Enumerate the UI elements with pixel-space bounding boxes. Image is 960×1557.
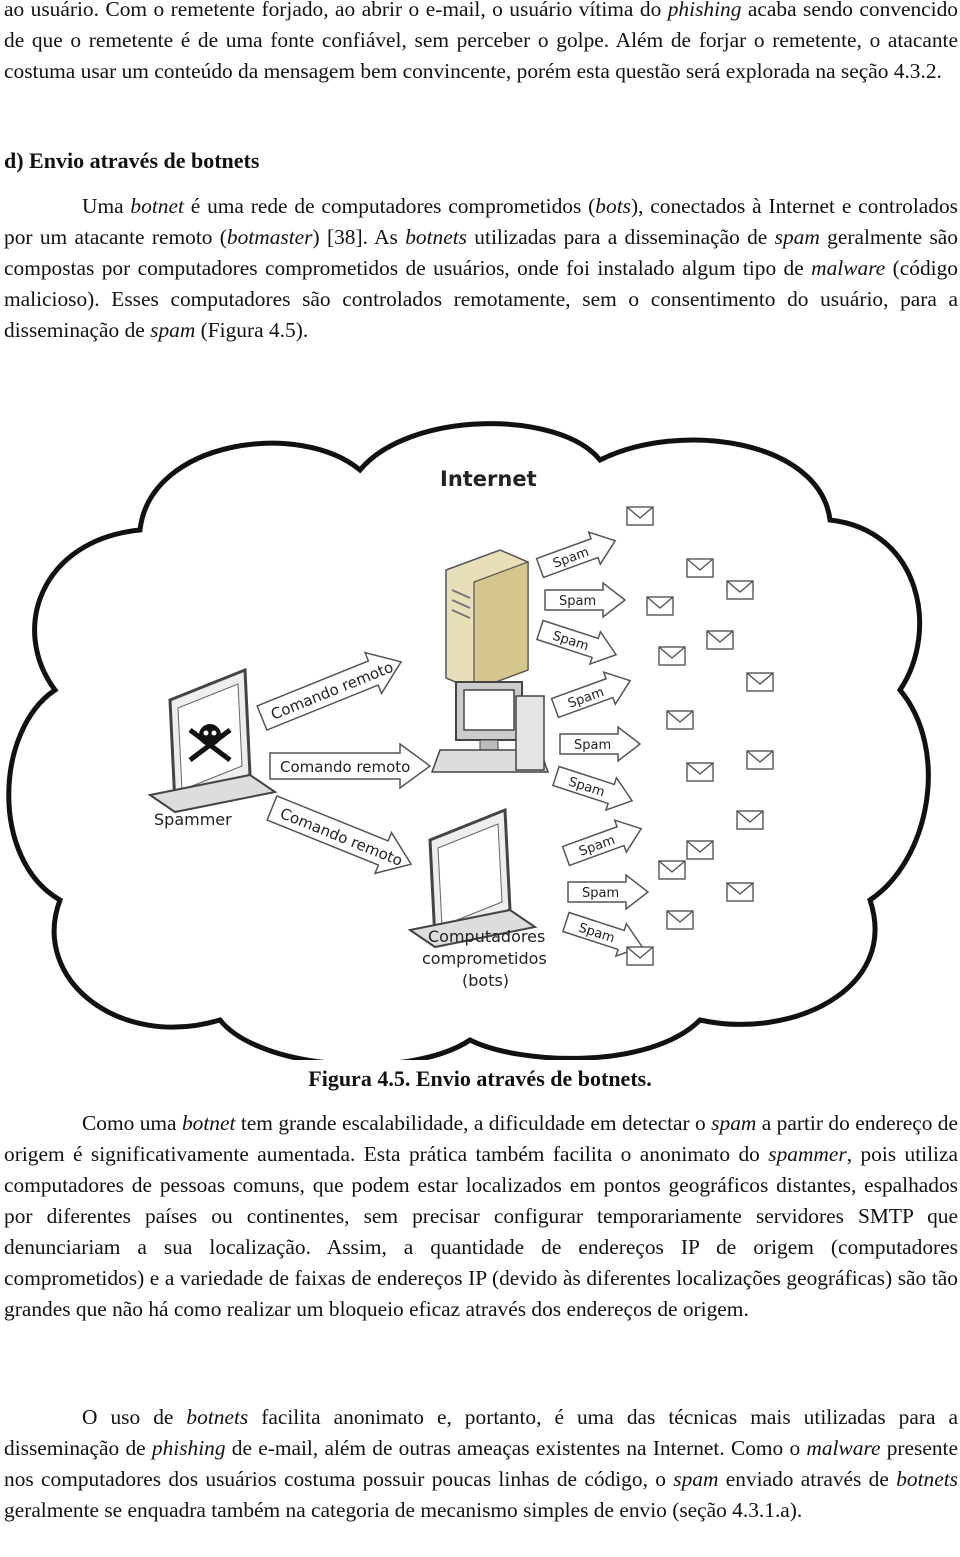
- emphasis: botnets: [896, 1467, 958, 1491]
- emphasis: phishing: [151, 1436, 226, 1460]
- text-run: (Figura 4.5).: [195, 318, 309, 342]
- emphasis: spam: [673, 1467, 719, 1491]
- emphasis: botnet: [130, 194, 184, 218]
- command-label: Comando remoto: [280, 758, 410, 776]
- text-run: Uma: [82, 194, 131, 218]
- arrow-icon: Spam: [559, 726, 641, 762]
- emphasis: botnet: [181, 1111, 236, 1135]
- arrow-icon: Spam: [567, 874, 649, 910]
- emphasis: malware: [806, 1436, 881, 1460]
- envelope-icon: [726, 882, 754, 902]
- text-run: de e-mail, além de outras ameaças existe…: [225, 1436, 807, 1460]
- text-run: enviado através de: [718, 1467, 897, 1491]
- text-run: ao usuário. Com o remetente forjado, ao …: [4, 0, 668, 21]
- text-run: presente nos computadores dos usuários c…: [4, 1436, 958, 1491]
- emphasis: spammer: [768, 1142, 847, 1166]
- envelope-icon: [658, 646, 686, 666]
- text-run: Como uma: [82, 1111, 182, 1135]
- text-run: geralmente se enquadra também na categor…: [4, 1498, 803, 1522]
- botnet-figure: Internet Spammer Computadores comprometi…: [6, 421, 931, 1060]
- scalability-paragraph: Como uma botnet tem grande escalabilidad…: [4, 1108, 958, 1325]
- envelope-icon: [746, 672, 774, 692]
- text-run: (código malicioso). Esses computadores s…: [4, 256, 958, 342]
- laptop-icon: [407, 807, 538, 949]
- envelope-icon: [706, 630, 734, 650]
- figure-caption: Figura 4.5. Envio através de botnets.: [308, 1066, 652, 1091]
- text-run: O uso de: [82, 1405, 187, 1429]
- text-run: ), conectados à Internet e controlados p…: [4, 194, 958, 249]
- envelope-icon: [736, 810, 764, 830]
- text-run: acaba sendo convencido de que o remetent…: [4, 0, 958, 83]
- envelope-icon: [646, 596, 674, 616]
- spam-label: Spam: [559, 594, 596, 609]
- spammer-label: Spammer: [154, 810, 232, 829]
- bots-label-line3: (bots): [462, 971, 509, 990]
- text-run: geralmente são compostas por computadore…: [4, 225, 958, 280]
- section-heading: d) Envio através de botnets: [4, 148, 260, 173]
- emphasis: malware: [811, 256, 886, 280]
- text-run: é uma rede de computadores comprometidos…: [183, 194, 596, 218]
- cloud-icon: [6, 421, 931, 1060]
- envelope-icon: [686, 558, 714, 578]
- spam-label: Spam: [582, 886, 619, 901]
- text-run: facilita anonimato e, portanto, é uma da…: [4, 1405, 958, 1460]
- bots-label-line1: Computadores: [428, 927, 545, 946]
- envelope-icon: [686, 840, 714, 860]
- arrow-icon: Spam: [544, 582, 626, 618]
- emphasis: bots: [595, 194, 631, 218]
- envelope-icon: [746, 750, 774, 770]
- text-run: ) [38]. As: [312, 225, 406, 249]
- emphasis: botnets: [405, 225, 467, 249]
- intro-paragraph: ao usuário. Com o remetente forjado, ao …: [4, 0, 958, 87]
- emphasis: botnets: [186, 1405, 249, 1429]
- envelope-icon: [666, 910, 694, 930]
- text-run: utilizadas para a disseminação de: [466, 225, 775, 249]
- anonymity-paragraph: O uso de botnets facilita anonimato e, p…: [4, 1402, 958, 1526]
- envelope-icon: [626, 506, 654, 526]
- arrow-icon: Comando remoto: [269, 742, 432, 790]
- envelope-icon: [666, 710, 694, 730]
- skull-crossbones-icon: [188, 724, 232, 762]
- spam-label: Spam: [574, 738, 611, 753]
- emphasis: botmaster: [226, 225, 313, 249]
- text-run: a partir do endereço de origem é signifi…: [4, 1111, 959, 1166]
- emphasis: phishing: [667, 0, 742, 21]
- envelope-icon: [686, 762, 714, 782]
- emphasis: spam: [774, 225, 820, 249]
- emphasis: spam: [150, 318, 196, 342]
- emphasis: spam: [711, 1111, 757, 1135]
- botnet-definition-paragraph: Uma botnet é uma rede de computadores co…: [4, 191, 958, 346]
- desktop-computer-icon: [430, 681, 550, 773]
- bots-label-line2: comprometidos: [422, 949, 547, 968]
- internet-label: Internet: [440, 467, 537, 491]
- text-run: , pois utiliza computadores de pessoas c…: [4, 1142, 958, 1321]
- envelope-icon: [726, 580, 754, 600]
- envelope-icon: [626, 946, 654, 966]
- server-tower-icon: [445, 549, 529, 691]
- envelope-icon: [658, 860, 686, 880]
- text-run: tem grande escalabilidade, a dificuldade…: [235, 1111, 712, 1135]
